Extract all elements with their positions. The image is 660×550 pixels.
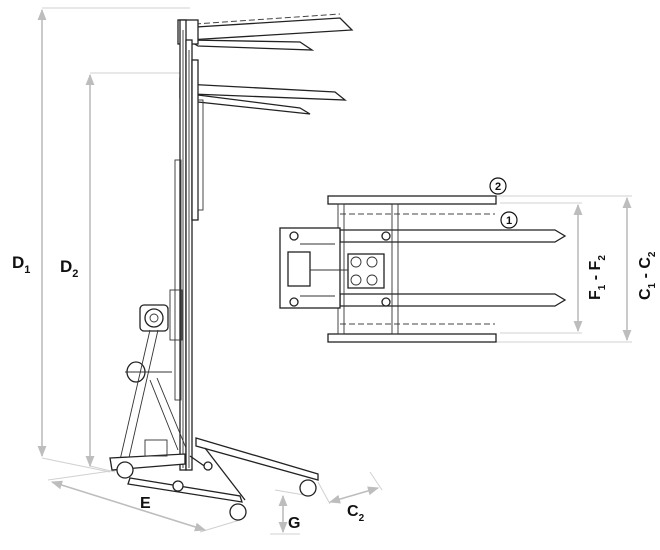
- dimension-lines: [37, 7, 632, 535]
- svg-text:1: 1: [506, 215, 512, 227]
- label-e: E: [140, 495, 151, 512]
- label-d1: D1: [12, 253, 30, 276]
- callout-position-1: 1: [500, 211, 518, 229]
- label-c2: C2: [347, 503, 365, 524]
- callout-position-2: 2: [489, 177, 507, 195]
- lift-side-view: [109, 13, 354, 521]
- braces: [119, 329, 187, 463]
- lift-top-view: 2 1: [279, 177, 567, 343]
- e-dimension-line: [50, 480, 207, 532]
- lower-forks: [179, 77, 347, 115]
- base: [109, 437, 319, 521]
- outer-fork-position-2: [327, 195, 497, 343]
- label-f1-f2: F1 - F2: [587, 255, 608, 300]
- mast: [174, 19, 204, 471]
- upper-forks: [177, 13, 354, 51]
- winch: [125, 289, 183, 383]
- label-d2: D2: [60, 257, 78, 280]
- carriage: [279, 227, 391, 309]
- c2-dimension-line: [328, 486, 380, 504]
- label-g: G: [288, 515, 300, 532]
- svg-text:2: 2: [495, 181, 501, 193]
- inner-fork-position-1: [337, 203, 567, 335]
- label-c1-c2: C1 - C2: [637, 251, 658, 300]
